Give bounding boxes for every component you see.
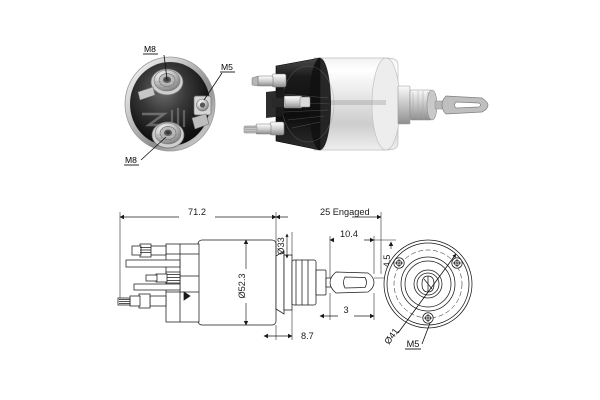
terminal-stud-top: [150, 68, 184, 96]
dwg-terminal-upper: [131, 243, 167, 258]
callout-label-mount-thread: M5: [407, 339, 420, 349]
dim-lever-offset: 10.4: [329, 229, 375, 278]
terminal-stud-m5: [193, 95, 212, 116]
dim-label-overall-length: 71.2: [188, 207, 206, 217]
dwg-cap-details: [166, 244, 199, 322]
face-highlight: [135, 62, 187, 83]
terminal-bolt-lower: [243, 121, 285, 136]
dim-label-lever-offset: 10.4: [340, 229, 358, 239]
dim-engaged-stroke: 25 Engaged: [275, 207, 382, 274]
can-print-band: [324, 100, 386, 105]
actuator-eyelet: [441, 95, 489, 115]
dim-label-body-diameter: Ø52.3: [237, 273, 247, 298]
front-face-photo: M8 M5 M8: [108, 38, 238, 168]
dwg-nose-flange: [275, 250, 327, 315]
cap-base-rail: [266, 90, 284, 118]
end-view-mount-holes: [393, 257, 463, 324]
callout-label-m8-bottom: M8: [125, 155, 137, 165]
dim-label-plunger-diameter: Ø33: [276, 237, 286, 254]
cap-end-face: [309, 58, 331, 150]
dwg-bracket-plates: [125, 259, 181, 291]
terminal-stud-bottom: [151, 121, 185, 149]
dim-flange-offset: 8.7: [263, 310, 314, 341]
dwg-terminal-lower: [117, 293, 167, 309]
dim-label-flange-offset: 8.7: [301, 331, 314, 341]
end-view-flange: Ø41 M5: [382, 239, 473, 350]
dim-plunger-diameter: Ø33: [276, 232, 293, 259]
dim-label-lever-thickness: 3: [343, 305, 348, 315]
dim-label-lever-height: 4.5: [382, 255, 392, 268]
face-tab: [137, 86, 156, 101]
terminal-bolt-upper: [251, 73, 287, 88]
callout-m8-top: M8: [143, 44, 168, 80]
callout-label-m5: M5: [221, 62, 233, 72]
dim-lever-thickness: 3: [319, 293, 375, 320]
dim-label-engaged-stroke: 25 Engaged: [320, 207, 370, 217]
dim-body-diameter: Ø52.3: [237, 239, 251, 326]
callout-m5-right: M5: [203, 62, 235, 101]
callout-m8-bottom: M8: [124, 136, 167, 166]
face-bracket: [191, 113, 210, 130]
callout-mount-thread: M5: [405, 322, 431, 350]
side-perspective-photo: [236, 40, 496, 168]
callout-label-bolt-circle: Ø41: [382, 326, 400, 346]
plunger-housing: [397, 85, 438, 125]
dimensioned-technical-drawing: 71.2 25 Engaged Ø33 10.4: [106, 192, 496, 352]
dwg-terminal-middle: [145, 271, 181, 284]
callout-label-m8-top: M8: [144, 44, 156, 54]
dwg-actuator-eyelet: [325, 271, 375, 294]
